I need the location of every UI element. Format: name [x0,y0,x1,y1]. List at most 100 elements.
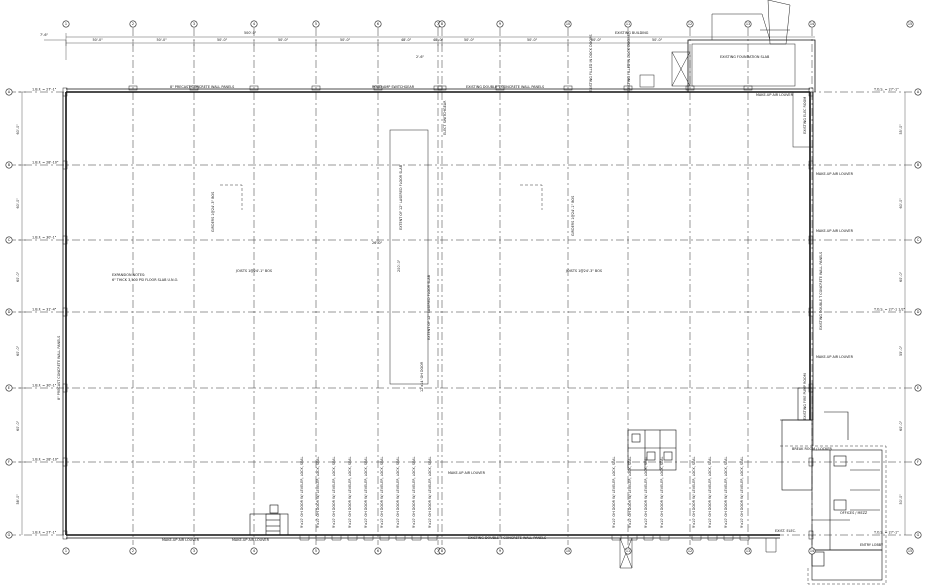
offices-label: OFFICES / MEZZ [840,511,868,515]
dim-26: 26'-0" [372,241,383,245]
bay-dimension: 50'-0" [93,38,104,42]
right-dimension: 55'-0" [899,345,903,356]
row-bubble-right: E [914,384,922,392]
svg-text:12: 12 [688,549,692,553]
elevation-left: 1.B.F. = 31'-4" [32,308,57,312]
makeup-air-right-1: MAKE-UP AIR LOUVER [816,172,854,176]
row-bubble-right: F [914,458,922,466]
restroom-block [627,429,677,471]
column-bubble-bottom: 2 [129,547,137,555]
svg-text:11: 11 [626,22,630,26]
dock-door-label: 9'x10' OH DOOR W/ LEVELER, LOCK, SEAL [612,456,616,528]
svg-text:B: B [8,163,11,167]
dock-door-label: 9'x10' OH DOOR W/ LEVELER, LOCK, SEAL [724,456,728,528]
row-dimension: 60'-0" [16,345,20,356]
makeup-air-bottom-2: MAKE-UP AIR LOUVER [232,538,270,542]
svg-text:10: 10 [566,22,570,26]
svg-text:2: 2 [132,549,134,553]
entry-lobby-label: ENTRY LOBBY [860,543,884,547]
column-bubble-bottom: 5 [312,547,320,555]
bay-dimension: 50'-0" [652,38,663,42]
svg-text:G: G [8,533,11,537]
makeup-air-right-3: MAKE-UP AIR LOUVER [816,355,854,359]
bay-dimension: 50'-0" [591,38,602,42]
bay-dimension: 50'-0" [340,38,351,42]
existing-foundation-slab [691,43,796,87]
structural-grid [8,28,918,545]
dim-overall: 500'-0" [244,31,257,35]
svg-text:13: 13 [746,22,750,26]
row-bubble-right: G [914,531,922,539]
column-bubble-bottom: 6 [374,547,382,555]
svg-text:C: C [8,238,11,242]
row-dimension: 60'-0" [16,198,20,209]
drive-door-label: 12'x14' OH DOOR [420,361,424,392]
column-bubble-top: 13 [744,20,752,28]
makeup-air-top-right: MAKE-UP AIR LOUVER [756,93,794,97]
makeup-air-right-2: MAKE-UP AIR LOUVER [816,229,854,233]
joists-left: JOISTS 1@24'-1" BOS [235,269,272,273]
column-bubble-top: 1 [62,20,70,28]
svg-text:13: 13 [746,549,750,553]
column-bubble-bottom: 4 [250,547,258,555]
dock-door-label: 9'x10' OH DOOR W/ LEVELER, LOCK, SEAL [660,456,664,528]
elect-switchgear-label: ELECT SWITCHGEAR [443,100,447,135]
row-dimension: 60'-0" [16,124,20,135]
dock-door-label: 9'x10' OH DOOR W/ LEVELER, LOCK, SEAL [628,456,632,528]
dock-door-label: 9'x10' OH DOOR W/ LEVELER, LOCK, SEAL [708,456,712,528]
dim-left-small: 7'-6" [40,33,48,37]
existing-fire-pump-label: EXISTING FIRE PUMP ROOM [803,373,807,420]
laser-slab-top: EXTENT OF 12" LASERED FLOOR SLAB [399,164,403,230]
svg-text:8: 8 [441,22,443,26]
column-bubble-bottom: 13 [744,547,752,555]
column-bubble-top: 8 [438,20,446,28]
svg-text:1: 1 [65,22,67,26]
column-bubble-bottom: 15 [906,547,914,555]
elevation-left: 1.B.F. = 28'-10" [32,458,59,462]
svg-text:4: 4 [253,549,255,553]
bay-dimension: 48'-0" [401,38,412,42]
svg-text:F: F [8,460,10,464]
dock-door-label: 9'x10' OH DOOR W/ LEVELER, LOCK, SEAL [380,456,384,528]
dock-door-label: 9'x10' OH DOOR W/ LEVELER, LOCK, SEAL [692,456,696,528]
svg-text:G: G [917,533,920,537]
dock-door-label: 9'x10' OH DOOR W/ LEVELER, LOCK, SEAL [412,456,416,528]
bay-dimension: 48'-0" [433,38,444,42]
laser-slab-bottom: EXTENT OF 12" LASERED FLOOR SLAB [427,274,431,340]
girders-right: GIRDERS 1@24'-1" BOS [571,196,575,236]
column-bubble-bottom: 1 [62,547,70,555]
elevation-right: T.O.S. = 27'-1" [873,88,899,92]
svg-text:E: E [917,386,919,390]
exist-elec-small: EXIST. ELEC. [775,529,796,533]
column-bubble-top: 10 [564,20,572,28]
bay-dimension: 50'-0" [464,38,475,42]
left-dimensions: 60'-0"60'-0"60'-0"60'-0"60'-0"58'-0"1.B.… [16,88,59,535]
svg-text:D: D [917,310,920,314]
precast-left-label: 8" PRECAST CONCRETE WALL PANELS [57,336,61,400]
svg-text:14: 14 [810,549,814,553]
svg-text:12: 12 [688,22,692,26]
existing-elec-label: EXISTING ELEC ROOM [803,97,807,134]
column-bubble-bottom: 3 [190,547,198,555]
row-bubble-left: F [5,458,13,466]
bay-dimension: 50'-0" [527,38,538,42]
elevation-left: 1.B.F. = 30'-1" [32,236,57,240]
dim-200: 200'-0" [397,259,401,272]
row-dimension: 58'-0" [16,494,20,505]
column-bubble-bottom: 11 [624,547,632,555]
row-bubble-left: G [5,531,13,539]
row-dimension: 60'-0" [16,420,20,431]
dock-door-label: 9'x10' OH DOOR W/ LEVELER, LOCK, SEAL [740,456,744,528]
svg-text:C: C [917,238,920,242]
svg-text:4: 4 [253,22,255,26]
dock-door-markers [299,535,750,541]
bay-dimension: 50'-0" [217,38,228,42]
column-bubble-top: 15 [906,20,914,28]
row-bubble-left: A [5,88,13,96]
existing-tee-bottom-label: EXISTING DOUBLE T CONCRETE WALL PANELS [468,536,546,540]
column-bubble-top: 2 [129,20,137,28]
elevation-left: 1.B.F. = 27'-1" [32,531,57,535]
